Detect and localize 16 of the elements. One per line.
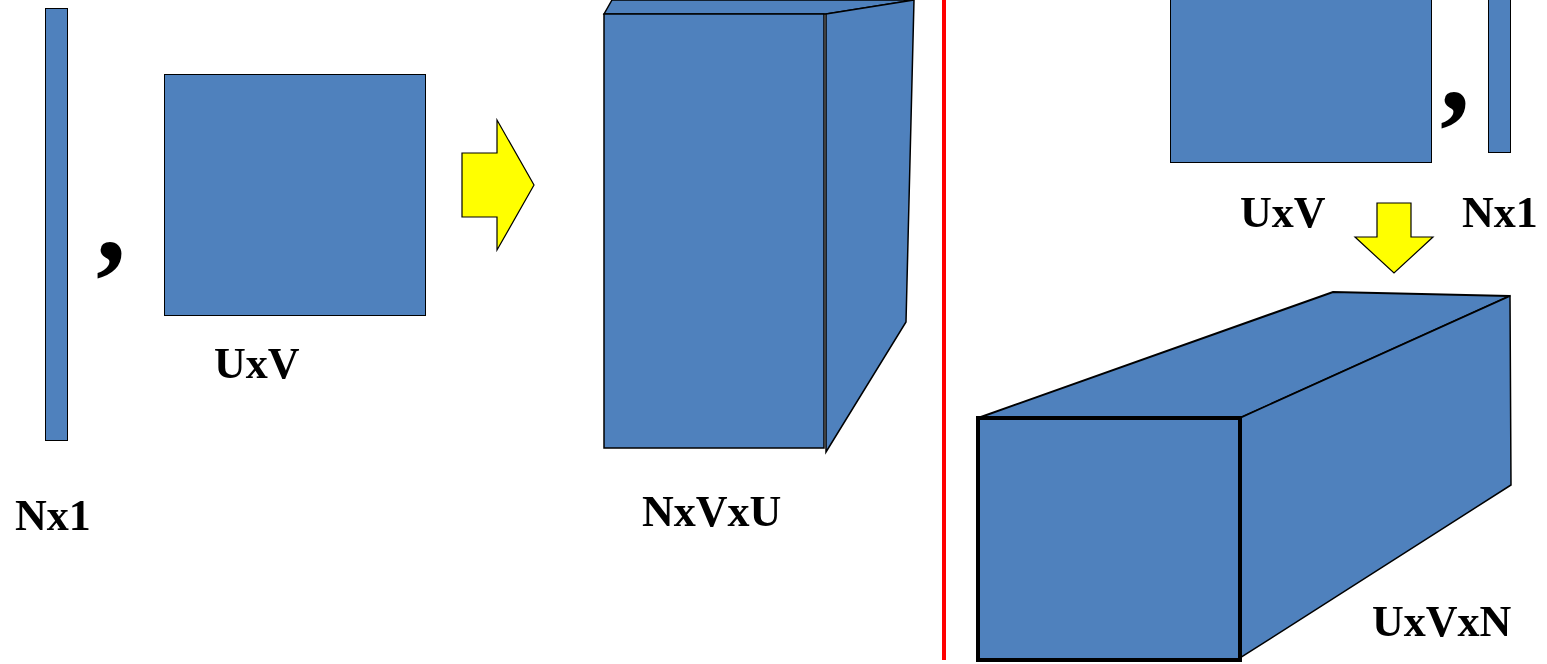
cuboid (976, 290, 1513, 662)
dimension-label: Nx1 (1462, 191, 1538, 235)
block-arrow (461, 117, 535, 253)
dimension-label: UxVxN (1372, 600, 1512, 644)
matrix-square (164, 74, 426, 316)
comma-separator: , (1440, 10, 1470, 130)
cuboid (603, 0, 915, 453)
matrix-square (1170, 0, 1432, 163)
vector-bar (45, 8, 68, 441)
dimension-label: UxV (214, 342, 300, 386)
vector-bar (1488, 0, 1511, 153)
dimension-label: UxV (1240, 191, 1326, 235)
comma-separator: , (96, 160, 126, 280)
dimension-label: NxVxU (642, 490, 782, 534)
block-arrow (1353, 202, 1435, 274)
dimension-label: Nx1 (15, 494, 91, 538)
